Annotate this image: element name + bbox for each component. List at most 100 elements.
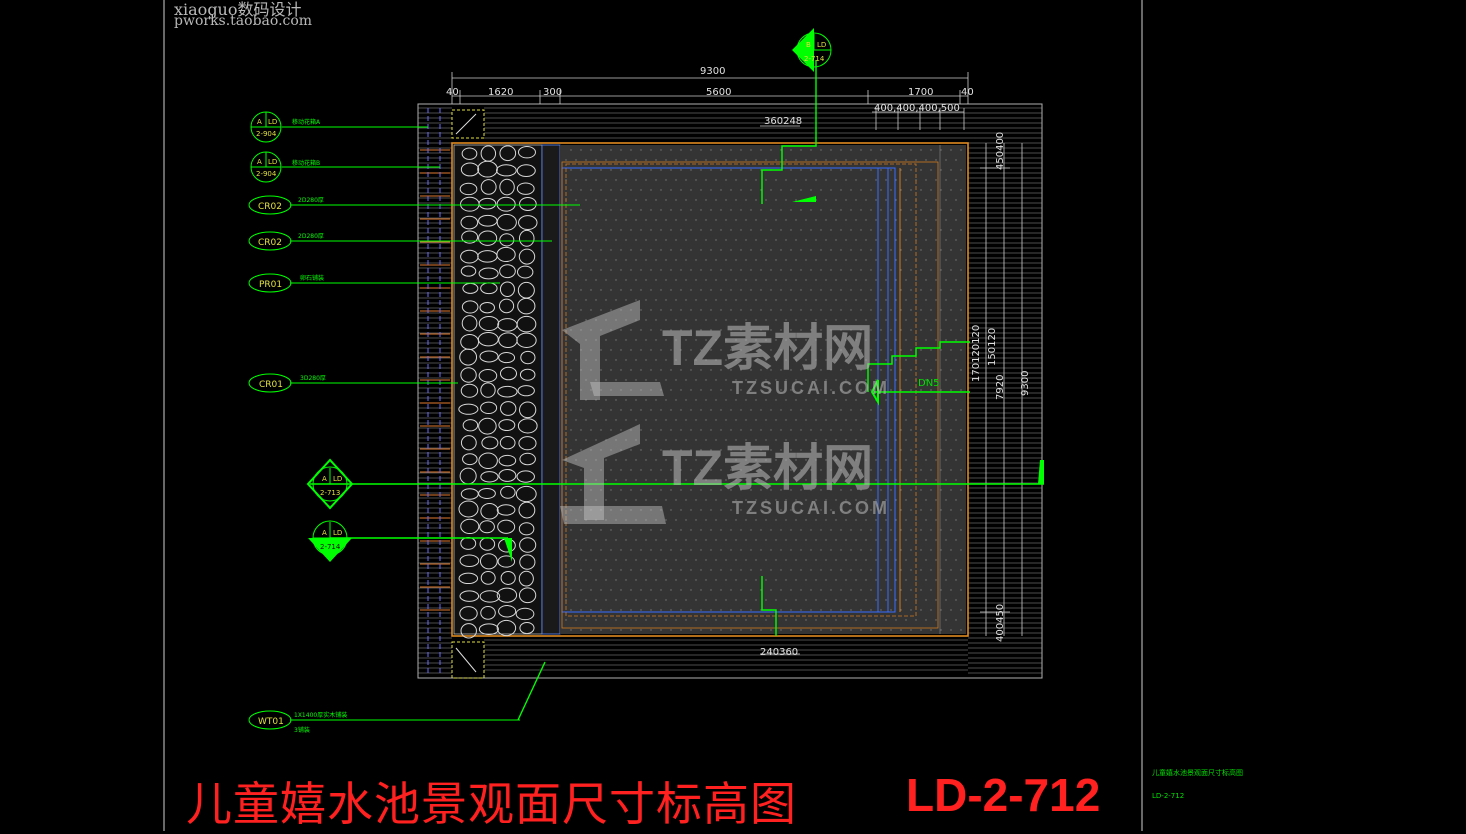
floor-dot — [940, 309, 942, 311]
floor-dot — [695, 219, 697, 221]
floor-dot — [845, 399, 847, 401]
pebble — [497, 555, 516, 568]
floor-dot — [700, 549, 702, 551]
floor-dot — [870, 249, 872, 251]
floor-dot — [930, 529, 932, 531]
floor-dot — [915, 159, 917, 161]
floor-dot — [840, 169, 842, 171]
floor-dot — [590, 229, 592, 231]
floor-dot — [590, 269, 592, 271]
floor-dot — [775, 159, 777, 161]
floor-dot — [765, 439, 767, 441]
floor-dot — [930, 269, 932, 271]
floor-dot — [950, 169, 952, 171]
floor-dot — [610, 309, 612, 311]
floor-dot — [655, 359, 657, 361]
floor-dot — [595, 259, 597, 261]
floor-dot — [685, 479, 687, 481]
floor-dot — [955, 619, 957, 621]
floor-dot — [585, 619, 587, 621]
floor-dot — [640, 249, 642, 251]
floor-dot — [825, 499, 827, 501]
floor-dot — [735, 619, 737, 621]
floor-dot — [675, 439, 677, 441]
floor-dot — [670, 429, 672, 431]
floor-dot — [835, 219, 837, 221]
floor-dot — [590, 289, 592, 291]
floor-dot — [790, 469, 792, 471]
floor-dot — [820, 489, 822, 491]
floor-dot — [600, 489, 602, 491]
pebble — [516, 315, 537, 333]
floor-dot — [955, 339, 957, 341]
floor-dot — [940, 569, 942, 571]
floor-dot — [850, 369, 852, 371]
floor-dot — [625, 219, 627, 221]
floor-dot — [705, 199, 707, 201]
floor-dot — [735, 179, 737, 181]
floor-dot — [845, 339, 847, 341]
floor-dot — [665, 299, 667, 301]
floor-dot — [905, 619, 907, 621]
floor-dot — [855, 619, 857, 621]
floor-dot — [830, 269, 832, 271]
floor-dot — [655, 619, 657, 621]
floor-dot — [775, 539, 777, 541]
floor-dot — [870, 229, 872, 231]
floor-dot — [700, 489, 702, 491]
floor-dot — [920, 549, 922, 551]
floor-dot — [920, 289, 922, 291]
floor-dot — [685, 399, 687, 401]
floor-dot — [615, 559, 617, 561]
floor-dot — [605, 439, 607, 441]
floor-dot — [695, 419, 697, 421]
pebble — [479, 350, 499, 363]
floor-dot — [600, 149, 602, 151]
floor-dot — [945, 439, 947, 441]
floor-dot — [600, 229, 602, 231]
floor-dot — [880, 569, 882, 571]
floor-dot — [705, 579, 707, 581]
floor-dot — [775, 459, 777, 461]
floor-dot — [635, 259, 637, 261]
floor-dot — [620, 609, 622, 611]
floor-dot — [680, 369, 682, 371]
floor-dot — [955, 379, 957, 381]
floor-dot — [615, 339, 617, 341]
floor-dot — [720, 289, 722, 291]
pebble — [500, 570, 516, 585]
floor-dot — [615, 499, 617, 501]
floor-dot — [800, 369, 802, 371]
floor-dot — [830, 389, 832, 391]
floor-dot — [610, 209, 612, 211]
floor-dot — [840, 589, 842, 591]
floor-dot — [620, 449, 622, 451]
floor-dot — [585, 279, 587, 281]
floor-dot — [630, 509, 632, 511]
floor-dot — [880, 289, 882, 291]
floor-dot — [580, 429, 582, 431]
pebble — [460, 265, 477, 277]
floor-dot — [900, 249, 902, 251]
floor-dot — [685, 539, 687, 541]
floor-dot — [595, 419, 597, 421]
floor-dot — [820, 609, 822, 611]
floor-dot — [750, 529, 752, 531]
floor-dot — [705, 339, 707, 341]
floor-dot — [650, 509, 652, 511]
pebble — [461, 315, 478, 332]
floor-dot — [645, 459, 647, 461]
floor-dot — [960, 349, 962, 351]
floor-dot — [890, 309, 892, 311]
floor-dot — [745, 399, 747, 401]
floor-dot — [660, 389, 662, 391]
floor-dot — [630, 389, 632, 391]
floor-dot — [725, 279, 727, 281]
floor-dot — [645, 419, 647, 421]
floor-dot — [630, 369, 632, 371]
floor-dot — [635, 619, 637, 621]
floor-dot — [880, 229, 882, 231]
floor-dot — [845, 479, 847, 481]
floor-dot — [935, 279, 937, 281]
floor-dot — [785, 179, 787, 181]
